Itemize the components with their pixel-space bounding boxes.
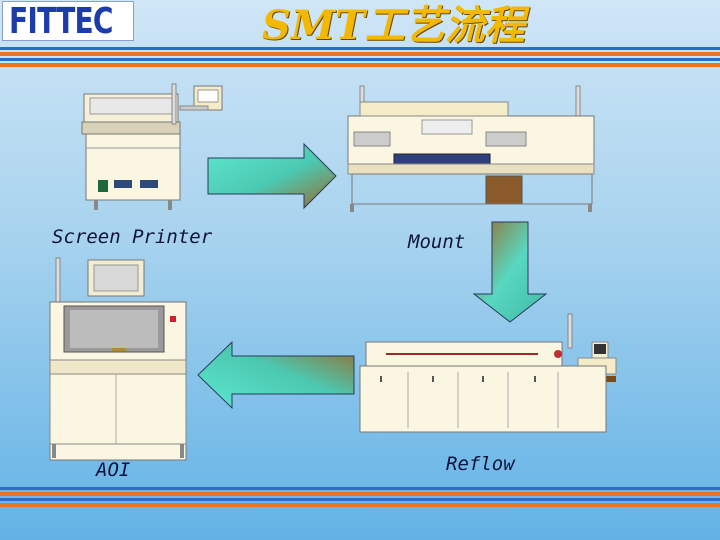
arrow-left-icon bbox=[197, 340, 355, 410]
mount-machine-icon bbox=[347, 85, 595, 212]
step-label-screen-printer: Screen Printer bbox=[52, 226, 213, 248]
top-band-orange-2 bbox=[0, 63, 720, 67]
fittec-logo: FITTEC bbox=[2, 1, 134, 42]
screen-printer-machine-icon bbox=[81, 83, 223, 210]
top-band-orange-1 bbox=[0, 52, 720, 56]
step-label-aoi: AOI bbox=[96, 459, 131, 481]
aoi-machine-icon bbox=[49, 257, 187, 461]
step-label-reflow: Reflow bbox=[446, 453, 515, 475]
arrow-right-icon bbox=[207, 142, 337, 210]
bottom-band-blue-2 bbox=[0, 498, 720, 501]
step-label-mount: Mount bbox=[408, 231, 466, 253]
reflow-oven-machine-icon bbox=[359, 313, 617, 433]
bottom-band-orange-1 bbox=[0, 492, 720, 496]
bottom-band-orange-2 bbox=[0, 503, 720, 507]
logo-text: FITTEC bbox=[9, 1, 113, 42]
top-band-blue-1 bbox=[0, 47, 720, 50]
page-title: SMT工艺流程 bbox=[262, 2, 525, 49]
arrow-down-icon bbox=[472, 221, 548, 323]
bottom-band-blue-1 bbox=[0, 487, 720, 490]
top-band-blue-2 bbox=[0, 58, 720, 61]
